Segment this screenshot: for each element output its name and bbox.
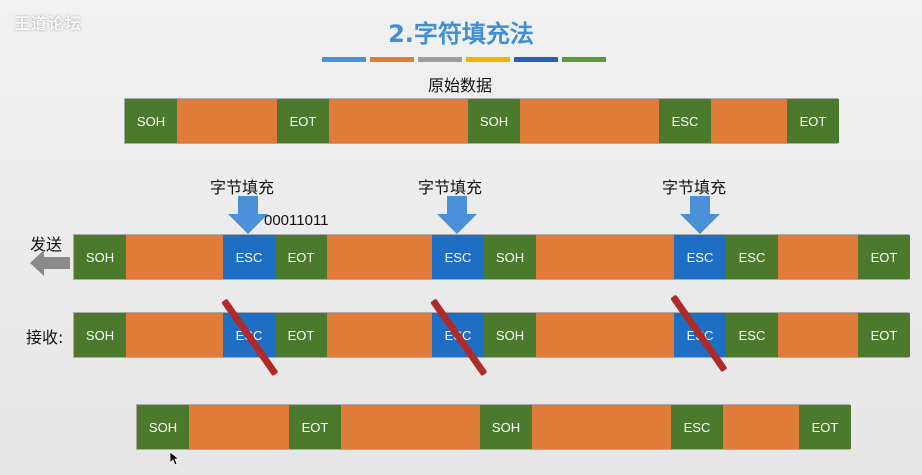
stuffing-label-3: 字节填充	[662, 178, 727, 197]
send-soh-1: SOH	[74, 235, 126, 279]
result-esc: ESC	[671, 405, 723, 449]
send-frame: SOH ESC EOT ESC SOH ESC ESC EOT	[73, 234, 910, 280]
original-soh-2: SOH	[468, 99, 520, 143]
color-bar-5	[514, 57, 558, 62]
result-eot-1: EOT	[289, 405, 341, 449]
color-bar-6	[562, 57, 606, 62]
result-soh-2: SOH	[480, 405, 532, 449]
receive-esc: ESC	[726, 313, 778, 357]
original-data-label: 原始数据	[428, 76, 493, 95]
send-label: 发送	[30, 235, 63, 254]
send-eot-2: EOT	[858, 235, 910, 279]
arrow-down-icon	[680, 196, 720, 234]
send-esc-stuffed-2: ESC	[432, 235, 484, 279]
send-esc-stuffed-1: ESC	[223, 235, 275, 279]
result-soh-1: SOH	[137, 405, 189, 449]
receive-frame: SOH ESC EOT ESC SOH ESC ESC EOT	[73, 312, 910, 358]
original-eot-2: EOT	[787, 99, 839, 143]
original-frame: SOH EOT SOH ESC EOT	[124, 98, 839, 144]
result-eot-2: EOT	[799, 405, 851, 449]
watermark: 王道论坛	[14, 14, 83, 33]
receive-soh-1: SOH	[74, 313, 126, 357]
send-soh-2: SOH	[484, 235, 536, 279]
esc-code: 00011011	[264, 212, 329, 229]
arrow-left-icon	[30, 250, 70, 276]
send-eot-1: EOT	[275, 235, 327, 279]
send-esc: ESC	[726, 235, 778, 279]
receive-soh-2: SOH	[484, 313, 536, 357]
original-soh-1: SOH	[125, 99, 177, 143]
stuffing-label-1: 字节填充	[210, 178, 275, 197]
receive-eot-2: EOT	[858, 313, 910, 357]
color-bar-1	[322, 57, 366, 62]
arrow-down-icon	[228, 196, 268, 234]
slide-title: 2.字符填充法	[388, 20, 534, 48]
result-frame: SOH EOT SOH ESC EOT	[136, 404, 851, 450]
original-eot-1: EOT	[277, 99, 329, 143]
arrow-down-icon	[437, 196, 477, 234]
cursor-icon	[170, 452, 180, 466]
receive-label: 接收:	[26, 328, 64, 347]
receive-eot-1: EOT	[275, 313, 327, 357]
color-bar-4	[466, 57, 510, 62]
color-bar-3	[418, 57, 462, 62]
send-esc-stuffed-3: ESC	[674, 235, 726, 279]
color-bar-2	[370, 57, 414, 62]
original-esc: ESC	[659, 99, 711, 143]
stuffing-label-2: 字节填充	[418, 178, 483, 197]
